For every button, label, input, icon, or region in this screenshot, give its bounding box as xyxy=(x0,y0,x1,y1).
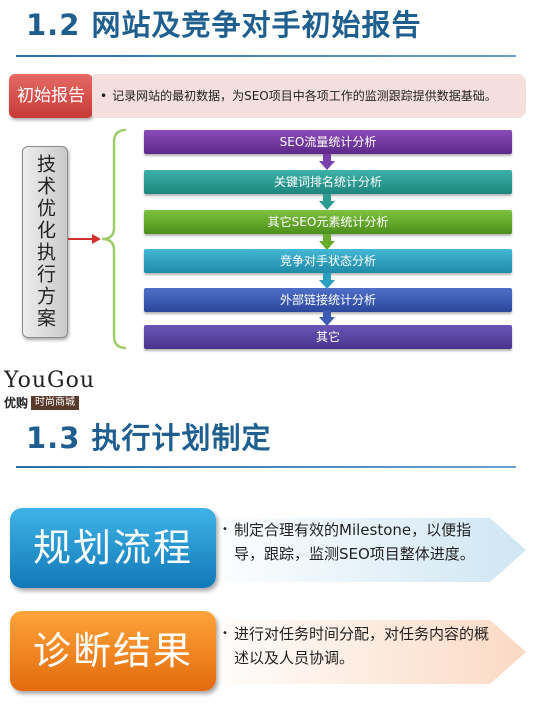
initial-report-text: 记录网站的最初数据，为SEO项目中各项工作的监测跟踪提供数据基础。 xyxy=(112,89,497,103)
diagnosis-result-label: 诊断结果 xyxy=(10,611,216,691)
initial-report-tag: 初始报告 xyxy=(9,74,93,118)
arrow-background-shape xyxy=(200,620,526,684)
planning-process-text: 制定合理有效的Milestone，以便指导，跟踪，监测SEO项目整体进度。 xyxy=(234,521,475,563)
logo-cn-name: 优购 xyxy=(4,396,29,410)
step-keyword-ranking-analysis: 关键词排名统计分析 xyxy=(144,170,512,194)
logo-wordmark: YouGou xyxy=(4,368,96,393)
arrow-background-shape xyxy=(200,518,526,582)
planning-process-label: 规划流程 xyxy=(10,508,216,588)
down-arrow-icon xyxy=(319,194,335,210)
step-external-links-analysis: 外部链接统计分析 xyxy=(144,288,512,312)
bullet-icon: • xyxy=(100,89,108,103)
diagnosis-result-description: • 进行对任务时间分配，对任务内容的概述以及人员协调。 xyxy=(222,622,492,670)
step-other: 其它 xyxy=(144,325,512,349)
right-arrow-icon xyxy=(68,234,101,244)
step-competitor-analysis: 竞争对手状态分析 xyxy=(144,249,512,273)
yougou-logo: YouGou 优购 时尚商城 xyxy=(4,368,114,411)
step-seo-traffic-analysis: SEO流量统计分析 xyxy=(144,130,512,154)
bullet-icon: • xyxy=(222,524,228,535)
step-other-seo-elements-analysis: 其它SEO元素统计分析 xyxy=(144,210,512,234)
logo-tagline: 时尚商城 xyxy=(31,395,80,410)
down-arrow-icon xyxy=(319,310,335,326)
section-divider xyxy=(16,466,516,468)
bullet-icon: • xyxy=(222,628,228,639)
bracket-icon xyxy=(101,128,127,350)
down-arrow-icon xyxy=(319,273,335,289)
planning-process-description: • 制定合理有效的Milestone，以便指导，跟踪，监测SEO项目整体进度。 xyxy=(222,518,492,566)
logo-subline: 优购 时尚商城 xyxy=(4,394,114,411)
section-title-1-3: 1.3 执行计划制定 xyxy=(26,421,272,455)
initial-report-description: • 记录网站的最初数据，为SEO项目中各项工作的监测跟踪提供数据基础。 xyxy=(92,74,526,118)
down-arrow-icon xyxy=(319,234,335,250)
diagnosis-result-text: 进行对任务时间分配，对任务内容的概述以及人员协调。 xyxy=(234,625,490,667)
section-divider xyxy=(16,55,516,57)
down-arrow-icon xyxy=(319,154,335,170)
vertical-plan-label: 技术优化执行方案 xyxy=(22,146,68,338)
section-title-1-2: 1.2 网站及竞争对手初始报告 xyxy=(26,8,422,42)
